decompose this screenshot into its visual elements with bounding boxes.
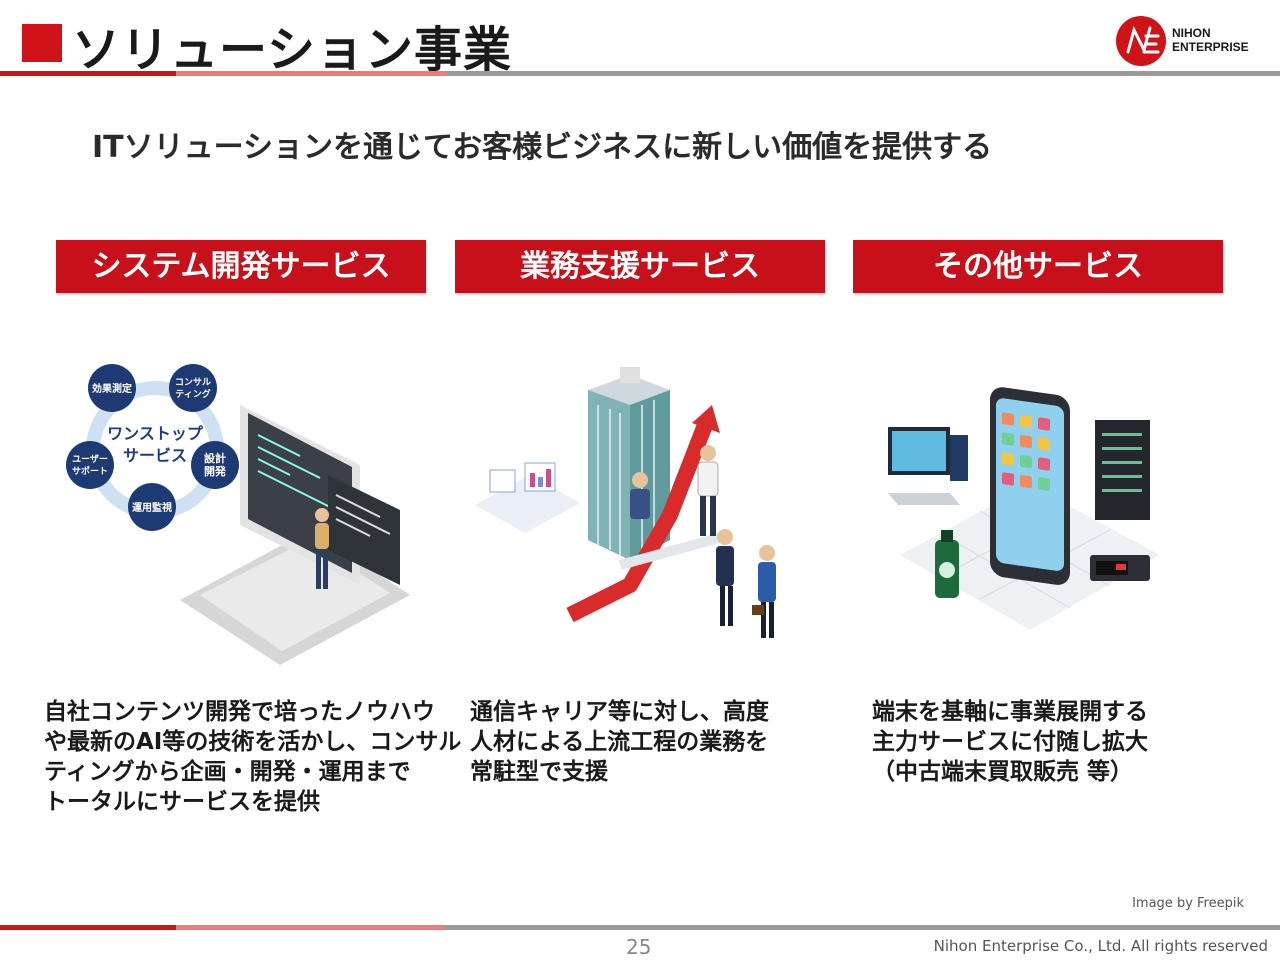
company-logo: NIHON ENTERPRISE [1116,14,1276,70]
page-title: ソリューション事業 [72,22,513,78]
cycle-center-line2: サービス [123,446,187,465]
other-services-illustration [880,365,1170,645]
desc-line: トータルにサービスを提供 [44,789,320,815]
page-number: 25 [626,935,652,959]
logo-text: NIHON ENTERPRISE [1172,26,1249,54]
logo-mark-icon [1116,16,1166,66]
copyright-notice: Nihon Enterprise Co., Ltd. All rights re… [933,937,1268,955]
desc-line: 自社コンテンツ開発で培ったノウハウ [44,699,435,725]
page-subtitle: ITソリューションを通じてお客様ビジネスに新しい価値を提供する [92,130,993,165]
service-description-business-support: 通信キャリア等に対し、高度 人材による上流工程の業務を 常駐型で支援 [470,697,769,787]
desc-line: 端末を基軸に事業展開する [872,699,1148,725]
image-credit: Image by Freepik [1132,896,1244,911]
title-square-icon [22,24,62,62]
desc-line: 主力サービスに付随し拡大 [872,729,1148,755]
service-heading-system-dev: システム開発サービス [56,240,426,293]
svg-text:開発: 開発 [204,464,227,478]
desc-line: （中古端末買取販売 等） [872,759,1134,785]
service-description-system-dev: 自社コンテンツ開発で培ったノウハウ や最新のAI等の技術を活かし、コンサル ティ… [44,697,461,817]
system-dev-illustration: ワンストップ サービス 効果測定 コンサル ティング 設計 開発 運用監視 ユー… [60,355,420,665]
cycle-node-ops: 運用監視 [132,501,172,514]
footer-rule [0,925,1280,930]
desc-line: ティングから企画・開発・運用まで [44,759,411,785]
business-support-illustration [470,365,810,655]
service-description-other: 端末を基軸に事業展開する 主力サービスに付随し拡大 （中古端末買取販売 等） [872,697,1148,787]
logo-line1: NIHON [1172,26,1211,40]
svg-text:ティング: ティング [175,388,210,400]
header-rule [0,71,1280,76]
desc-line: 人材による上流工程の業務を [470,729,769,755]
desc-line: や最新のAI等の技術を活かし、コンサル [44,729,462,755]
cycle-center-line1: ワンストップ [107,424,204,443]
svg-text:サポート: サポート [72,465,108,477]
desc-line: 常駐型で支援 [470,759,608,785]
cycle-node-measure: 効果測定 [92,382,132,395]
svg-text:設計: 設計 [204,451,226,465]
desc-line: 通信キャリア等に対し、高度 [470,699,769,725]
svg-text:コンサル: コンサル [175,377,211,388]
logo-line2: ENTERPRISE [1172,40,1249,54]
service-heading-business-support: 業務支援サービス [455,240,825,293]
service-heading-other: その他サービス [853,240,1223,293]
svg-text:ユーザー: ユーザー [72,454,108,465]
